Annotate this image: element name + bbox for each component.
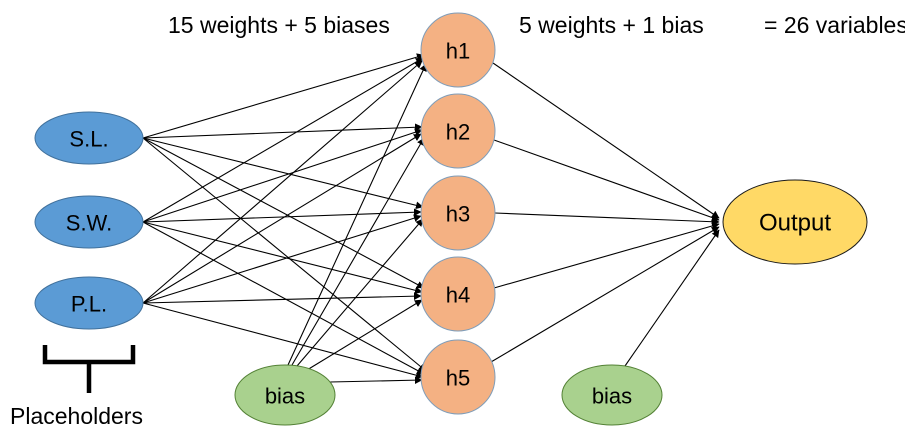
node-label-output: Output [759,210,831,237]
edge-pl-h2 [142,133,422,304]
node-label-bias-output: bias [592,384,632,409]
node-shape-sl [34,111,144,165]
hidden-layer: h1 h2 h3 h4 h5 [420,12,496,415]
edge-sw-h5 [142,221,425,375]
edge-pl-h5 [142,302,424,379]
edge-bias-h3 [296,218,424,367]
edge-sw-h1 [142,57,424,223]
edge-sl-h5 [142,137,427,372]
curly-brace [42,345,136,393]
node-label-h5: h5 [446,366,470,391]
edge-bias-h4 [306,299,423,371]
node-label-sw: S.W. [66,211,112,236]
node-label-h1: h1 [446,39,470,64]
node-shape-output [722,179,868,265]
node-hidden-h2[interactable]: h2 [420,93,496,169]
output-layer: Output [722,179,868,265]
edge-pl-h3 [142,214,422,304]
edge-sl-h3 [142,137,424,210]
annotation-total-variables: = 26 variables [764,12,905,38]
node-input-pl[interactable]: P.L. [34,276,144,330]
edge-h1-out [492,62,720,219]
node-hidden-h1[interactable]: h1 [420,12,496,88]
node-label-h3: h3 [446,202,470,227]
bias-layer: bias bias [234,364,663,426]
node-shape-sw [34,195,144,249]
edge-bias-h1 [287,63,427,366]
edge-sl-h2 [142,123,423,139]
node-bias-output[interactable]: bias [561,364,663,426]
edge-bias-h5 [329,376,423,385]
edges-hidden-to-output [490,62,720,363]
node-shape-h5 [420,339,496,415]
node-hidden-h4[interactable]: h4 [420,256,496,332]
node-hidden-h3[interactable]: h3 [420,175,496,251]
edges-input-to-hidden [142,53,427,379]
node-shape-bias-hidden [234,364,336,426]
edge-sw-h3 [142,208,422,223]
edge-sw-h4 [142,221,423,295]
node-shape-h3 [420,175,496,251]
node-label-pl: P.L. [71,292,107,317]
node-input-sl[interactable]: S.L. [34,111,144,165]
node-shape-pl [34,276,144,330]
edge-bias2-out [624,229,720,367]
placeholders-label: Placeholders [10,403,143,429]
placeholders-group: Placeholders [10,345,143,429]
edge-h5-out [490,226,720,363]
node-shape-h2 [420,93,496,169]
edges-bias-to-output [624,229,720,367]
node-shape-bias-output [561,364,663,426]
edge-bias-h2 [291,137,425,366]
edge-h2-out [493,139,720,222]
edge-sw-h2 [142,128,423,223]
node-label-h4: h4 [446,283,470,308]
node-label-sl: S.L. [69,127,108,152]
input-layer: S.L. S.W. P.L. [34,111,144,330]
edge-pl-h1 [142,60,423,304]
annotation-weights-bias-output: 5 weights + 1 bias [519,12,704,38]
edge-pl-h4 [142,292,422,304]
edges-bias-to-hidden [287,63,427,385]
edge-h4-out [493,222,720,289]
annotation-weights-biases-hidden: 15 weights + 5 biases [168,12,390,38]
node-input-sw[interactable]: S.W. [34,195,144,249]
edge-h3-out [494,212,720,226]
node-bias-hidden[interactable]: bias [234,364,336,426]
annotations: 15 weights + 5 biases 5 weights + 1 bias… [168,12,905,38]
edge-sl-h1 [142,53,425,139]
edge-sl-h4 [142,137,425,289]
node-hidden-h5[interactable]: h5 [420,339,496,415]
node-label-bias-hidden: bias [265,384,305,409]
node-label-h2: h2 [446,120,470,145]
node-output[interactable]: Output [722,179,868,265]
node-shape-h1 [420,12,496,88]
node-shape-h4 [420,256,496,332]
